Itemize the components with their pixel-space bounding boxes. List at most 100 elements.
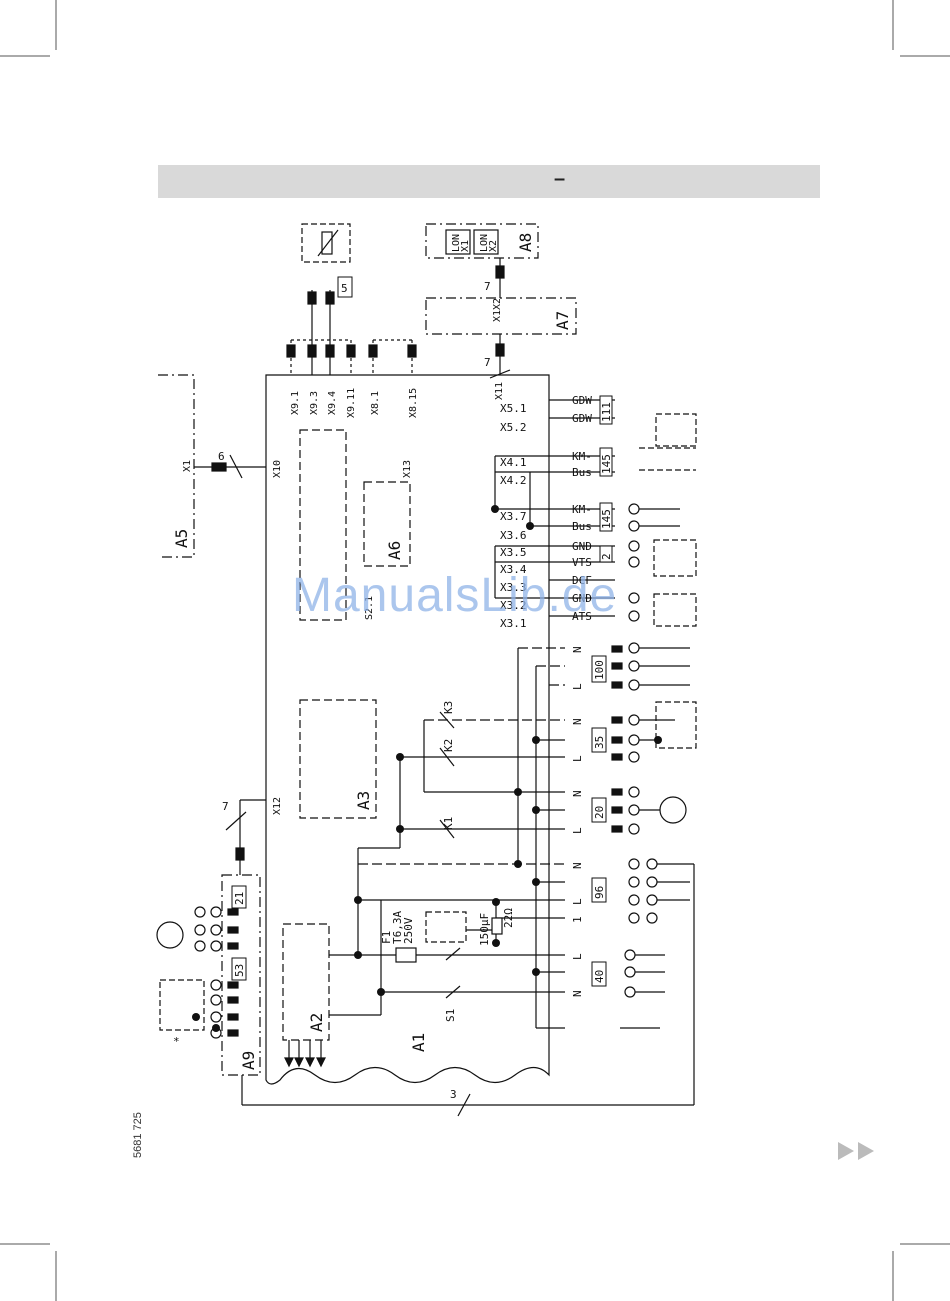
x13-label: X13 — [402, 460, 413, 478]
fuse-f1 — [395, 947, 417, 963]
x1-label: X1 — [182, 460, 193, 472]
relay-k1: K1 — [442, 817, 455, 830]
x8-1-label: X8.1 — [370, 391, 381, 415]
x5-2-label: X5.2 — [500, 421, 527, 434]
lon-x1-bottom: X1 — [460, 240, 471, 252]
x9-3-label: X9.3 — [309, 391, 320, 415]
x3-6-label: X3.6 — [500, 529, 527, 542]
a6-label: A6 — [385, 541, 404, 560]
watermark: ManualsLib.de — [292, 569, 618, 622]
signal-km-2: KM- — [572, 503, 592, 516]
lon-x2-bottom: X2 — [488, 240, 499, 252]
pin-n-35: N — [571, 718, 584, 725]
plug-96: 96 — [593, 886, 606, 899]
pin-n-20: N — [571, 790, 584, 797]
plug-145-b: 145 — [600, 509, 613, 529]
x9-11-label: X9.11 — [346, 388, 357, 418]
plug-20: 20 — [593, 806, 606, 819]
cable-count-slash-6 — [229, 454, 243, 479]
optocoupler — [425, 911, 467, 943]
pin-1-96: 1 — [571, 916, 584, 923]
x9-x8-plugs — [286, 290, 417, 375]
lon-x2-box — [473, 229, 499, 255]
a2-label: A2 — [307, 1013, 326, 1032]
signal-gnd-1: GND — [572, 540, 592, 553]
double-arrow-right-icon[interactable] — [836, 1140, 882, 1162]
plug-35: 35 — [593, 736, 606, 749]
x12-label: X12 — [272, 797, 283, 815]
fuse-rating: T6,3A — [391, 911, 404, 944]
valve-53-box — [159, 979, 205, 1031]
pin-n-40: N — [571, 990, 584, 997]
pin-l-40: L — [571, 953, 584, 960]
x3-3-label: X3.3 — [500, 581, 527, 594]
rc-capacitor: 150µF — [478, 913, 491, 946]
right-terminals — [611, 503, 695, 1105]
fuse-name: F1 — [380, 931, 393, 944]
plug-5: 5 — [341, 282, 348, 295]
document-number: 5681 725 — [132, 1112, 144, 1158]
x9-1-label: X9.1 — [290, 391, 301, 415]
cable-count-6: 6 — [218, 450, 225, 463]
a1-label: A1 — [409, 1033, 428, 1052]
a7-label: A7 — [553, 311, 572, 330]
x8-15-label: X8.15 — [408, 388, 419, 418]
a8-box — [425, 223, 539, 259]
signal-gdw-1: GDW — [572, 394, 592, 407]
signal-ats: ATS — [572, 610, 592, 623]
x3-2-label: X3.2 — [500, 599, 527, 612]
signal-bus-1: Bus — [572, 466, 592, 479]
signal-gdw-2: GDW — [572, 412, 592, 425]
plug-2: 2 — [600, 553, 613, 560]
x3-1-label: X3.1 — [500, 617, 527, 630]
a3-label: A3 — [354, 791, 373, 810]
pin-l-20: L — [571, 827, 584, 834]
x9-4-label: X9.4 — [327, 391, 338, 415]
x10-label: X10 — [272, 460, 283, 478]
x1x2-label: X1X2 — [492, 298, 503, 322]
x5-1-label: X5.1 — [500, 402, 527, 415]
a3-box — [299, 699, 377, 819]
fuse-voltage: 250V — [402, 917, 415, 944]
a2-box — [282, 923, 330, 1041]
pin-l-96: L — [571, 898, 584, 905]
lon-x1-box — [445, 229, 471, 255]
plug-53: 53 — [233, 964, 246, 977]
s21-box — [299, 429, 347, 621]
a9-box — [221, 874, 261, 1076]
signal-gnd-2: GND — [572, 592, 592, 605]
signal-bus-2: Bus — [572, 520, 592, 533]
sensor-ats-box — [653, 593, 697, 627]
motor-20-icon — [659, 796, 687, 824]
signal-vts: VTS — [572, 556, 592, 569]
relay-k2: K2 — [442, 739, 455, 752]
sensor-gdw-box — [655, 413, 697, 447]
pin-n-100: N — [571, 646, 584, 653]
power-wiring — [329, 647, 565, 1029]
pin-l-35: L — [571, 755, 584, 762]
s21-label: S2.1 — [364, 596, 375, 620]
a6-box — [363, 481, 411, 567]
plug-145-a: 145 — [600, 454, 613, 474]
sensor-5-box — [301, 223, 351, 263]
header-bar — [158, 165, 820, 198]
relay-k3: K3 — [442, 701, 455, 714]
a5-label: A5 — [172, 529, 191, 548]
plug-100: 100 — [593, 660, 606, 680]
a9-terminals — [194, 906, 239, 1039]
x11-label: X11 — [494, 382, 505, 400]
lon-x2-top: LON — [479, 234, 490, 252]
plug-21: 21 — [233, 892, 246, 905]
x3-5-label: X3.5 — [500, 546, 527, 559]
motor-21-icon — [156, 921, 184, 949]
plug-40: 40 — [593, 970, 606, 983]
a2-output-arrows — [284, 1040, 326, 1068]
sensor-vts-box — [653, 539, 697, 577]
footnote-asterisk: * — [173, 1035, 180, 1048]
rc-resistor: 22Ω — [502, 908, 515, 928]
pin-l-100: L — [571, 683, 584, 690]
a7-box — [425, 297, 577, 335]
